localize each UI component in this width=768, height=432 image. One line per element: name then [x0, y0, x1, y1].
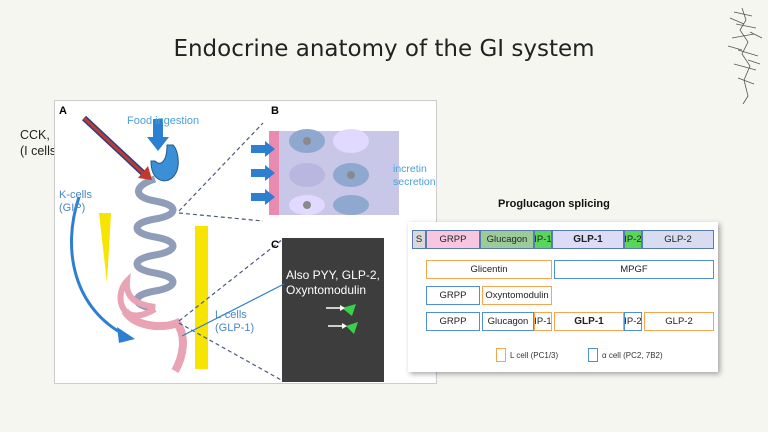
ip1-final-segment: IP-1	[534, 312, 552, 331]
food-ingestion-arrow	[147, 119, 169, 151]
ip1-segment: IP-1	[534, 230, 552, 249]
l-cells-label: L-cells (GLP-1)	[215, 309, 254, 335]
glp1-final-segment: GLP-1	[554, 312, 624, 331]
ip2-segment: IP-2	[624, 230, 642, 249]
grpp-alpha-segment: GRPP	[426, 286, 480, 305]
panel-b-label: B	[271, 105, 279, 117]
food-ingestion-label: Food ingestion	[127, 115, 200, 127]
glucagon-final-segment: Glucagon	[482, 312, 534, 331]
mpgf-segment: MPGF	[554, 260, 714, 279]
slide-title: Endocrine anatomy of the GI system	[173, 36, 595, 62]
green-cell-2	[346, 322, 358, 334]
also-line-2: Oxyntomodulin	[286, 283, 367, 297]
glp1-text: (GLP-1)	[215, 322, 255, 334]
glp2-segment: GLP-2	[642, 230, 714, 249]
green-cell-1	[342, 304, 356, 316]
k-cells-label: K-cells (GIP)	[59, 189, 92, 215]
panel-a-label: A	[59, 105, 67, 117]
k-cells-text: K-cells	[59, 189, 93, 201]
small-intestine	[133, 175, 177, 313]
glp1-segment: GLP-1	[552, 230, 624, 249]
signal-peptide: S	[412, 230, 426, 249]
oxyntomodulin-segment: Oxyntomodulin	[482, 286, 552, 305]
gip-text: (GIP)	[59, 202, 86, 214]
panel-c-micrograph	[282, 238, 384, 382]
also-pyy-note: Also PYY, GLP-2, Oxyntomodulin	[286, 268, 380, 298]
colon	[121, 308, 187, 373]
glucagon-segment: Glucagon	[480, 230, 534, 249]
l-cell-legend: L cell (PC1/3)	[510, 351, 559, 360]
grpp-segment: GRPP	[426, 230, 480, 249]
k-cell-gradient-wedge	[99, 213, 111, 283]
stomach	[150, 144, 179, 182]
grpp-final-segment: GRPP	[426, 312, 480, 331]
gi-anatomy-drawing	[70, 119, 399, 382]
note-connector-line	[181, 283, 285, 337]
alpha-cell-legend-swatch	[588, 348, 598, 362]
glp2-final-segment: GLP-2	[644, 312, 714, 331]
cck-pointer-arrow	[81, 115, 152, 180]
curved-blue-arrow	[70, 196, 126, 337]
panel-c-label: C	[271, 239, 279, 251]
incretin-secretion-label: incretin secretion	[393, 163, 436, 189]
secretion-text: secretion	[393, 176, 436, 188]
glicentin-segment: Glicentin	[426, 260, 552, 279]
panel-b-epithelium	[251, 129, 399, 215]
l-cell-legend-swatch	[496, 348, 506, 362]
proglucagon-panel: S GRPP Glucagon IP-1 GLP-1 IP-2 GLP-2 Gl…	[408, 222, 718, 372]
l-cells-text: L-cells	[215, 309, 247, 321]
ip2-final-segment: IP-2	[624, 312, 642, 331]
proglucagon-title: Proglucagon splicing	[498, 198, 610, 210]
incretin-text: incretin	[393, 163, 427, 175]
decorative-sketch-icon	[727, 7, 763, 105]
also-line-1: Also PYY, GLP-2,	[286, 268, 380, 282]
alpha-cell-legend: α cell (PC2, 7B2)	[602, 351, 663, 360]
